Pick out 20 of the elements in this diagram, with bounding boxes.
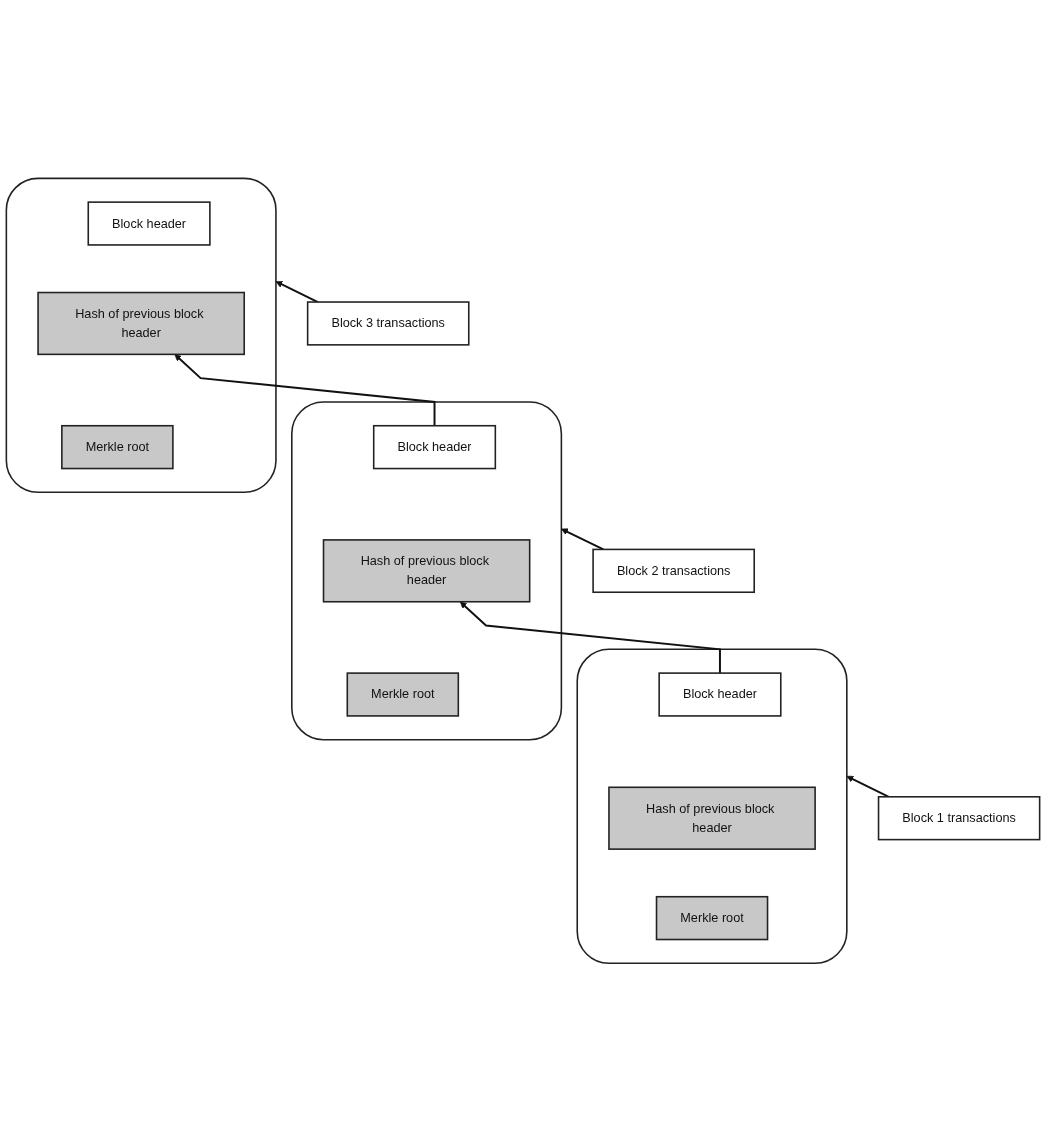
cluster bbox=[576, 648, 848, 965]
node-box: Merkle root bbox=[346, 672, 460, 717]
arrow bbox=[846, 776, 890, 798]
node-box: Block header bbox=[87, 201, 211, 246]
node-box: Hash of previous block header bbox=[37, 291, 245, 356]
cluster bbox=[5, 177, 277, 494]
node-box: Block 2 transactions bbox=[592, 548, 755, 594]
arrow bbox=[275, 281, 319, 304]
arrow bbox=[459, 601, 721, 675]
node-box: Hash of previous block header bbox=[322, 539, 531, 603]
node-box: Block header bbox=[658, 672, 782, 717]
arrow bbox=[174, 354, 436, 427]
node-box: Block header bbox=[372, 425, 497, 470]
node-box: Hash of previous block header bbox=[608, 786, 816, 851]
cluster bbox=[291, 401, 563, 741]
node-box: Merkle root bbox=[655, 896, 769, 941]
arrow bbox=[561, 528, 605, 551]
node-box: Block 3 transactions bbox=[306, 301, 470, 346]
node-box: Merkle root bbox=[61, 425, 174, 470]
node-box: Block 1 transactions bbox=[877, 796, 1041, 841]
